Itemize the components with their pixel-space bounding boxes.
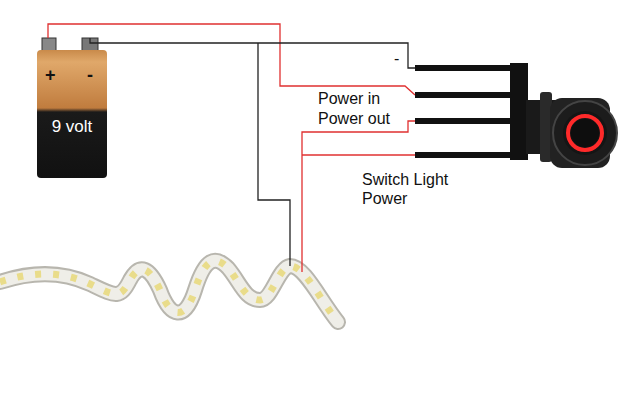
push-switch	[526, 92, 617, 168]
pin-label: -	[394, 49, 399, 68]
battery-marking: -	[87, 66, 93, 86]
led-strip	[0, 261, 338, 322]
pin-label: Power out	[318, 109, 390, 128]
battery-marking: 9 volt	[52, 118, 93, 137]
switch-pins	[415, 63, 528, 160]
battery-body: + - 9 volt	[37, 50, 107, 178]
pin-label: Switch Light Power	[362, 170, 458, 208]
pin-label: Power in	[318, 89, 380, 108]
black-wire	[90, 38, 418, 68]
red-wire	[302, 154, 418, 155]
battery-marking: +	[45, 66, 56, 86]
black-wire	[258, 43, 290, 266]
